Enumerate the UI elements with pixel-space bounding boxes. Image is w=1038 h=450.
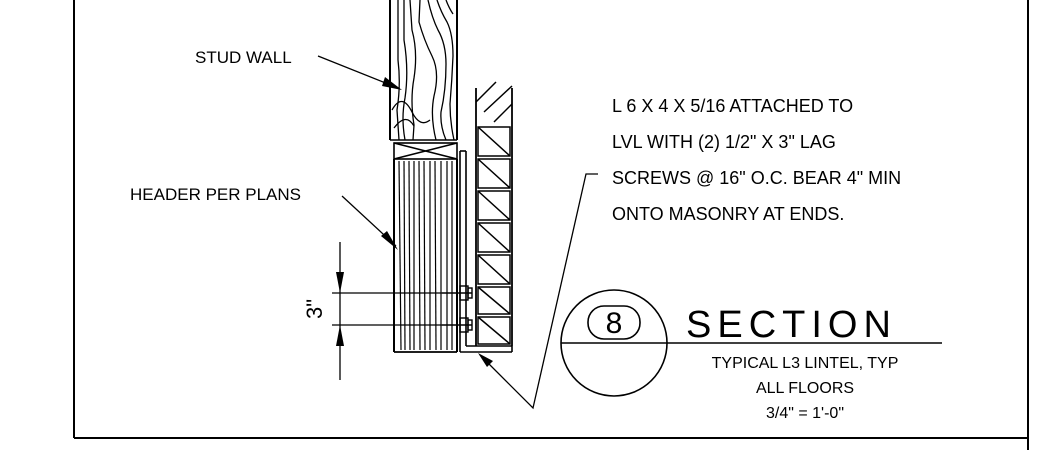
dimension-3in bbox=[332, 242, 442, 380]
lag-screws bbox=[442, 285, 473, 333]
note-leader bbox=[479, 173, 598, 410]
section-scale: 3/4" = 1'-0" bbox=[766, 405, 844, 422]
note-line-4: ONTO MASONRY AT ENDS. bbox=[612, 204, 844, 224]
lintel-note: L 6 X 4 X 5/16 ATTACHED TO LVL WITH (2) … bbox=[612, 96, 901, 224]
section-title: SECTION bbox=[686, 304, 897, 346]
header-arrow bbox=[381, 231, 398, 250]
stud-wall-label: STUD WALL bbox=[195, 48, 292, 67]
stud-wall bbox=[389, 0, 458, 141]
section-number: 8 bbox=[606, 307, 623, 340]
section-subtitle-2: ALL FLOORS bbox=[756, 380, 854, 397]
section-marker bbox=[560, 289, 942, 397]
note-line-3: SCREWS @ 16" O.C. BEAR 4" MIN bbox=[612, 168, 901, 188]
dimension-label: 3" bbox=[302, 299, 327, 319]
note-arrow bbox=[478, 353, 493, 367]
masonry-wall bbox=[475, 81, 513, 346]
note-line-1: L 6 X 4 X 5/16 ATTACHED TO bbox=[612, 96, 853, 116]
note-line-2: LVL WITH (2) 1/2" X 3" LAG bbox=[612, 132, 836, 152]
header-label: HEADER PER PLANS bbox=[130, 185, 301, 204]
sheet-border bbox=[73, 0, 1029, 450]
top-plate-blocking bbox=[393, 142, 458, 160]
lvl-header bbox=[393, 159, 458, 353]
stud-wall-arrow bbox=[382, 77, 402, 90]
section-subtitle-1: TYPICAL L3 LINTEL, TYP bbox=[712, 355, 899, 372]
